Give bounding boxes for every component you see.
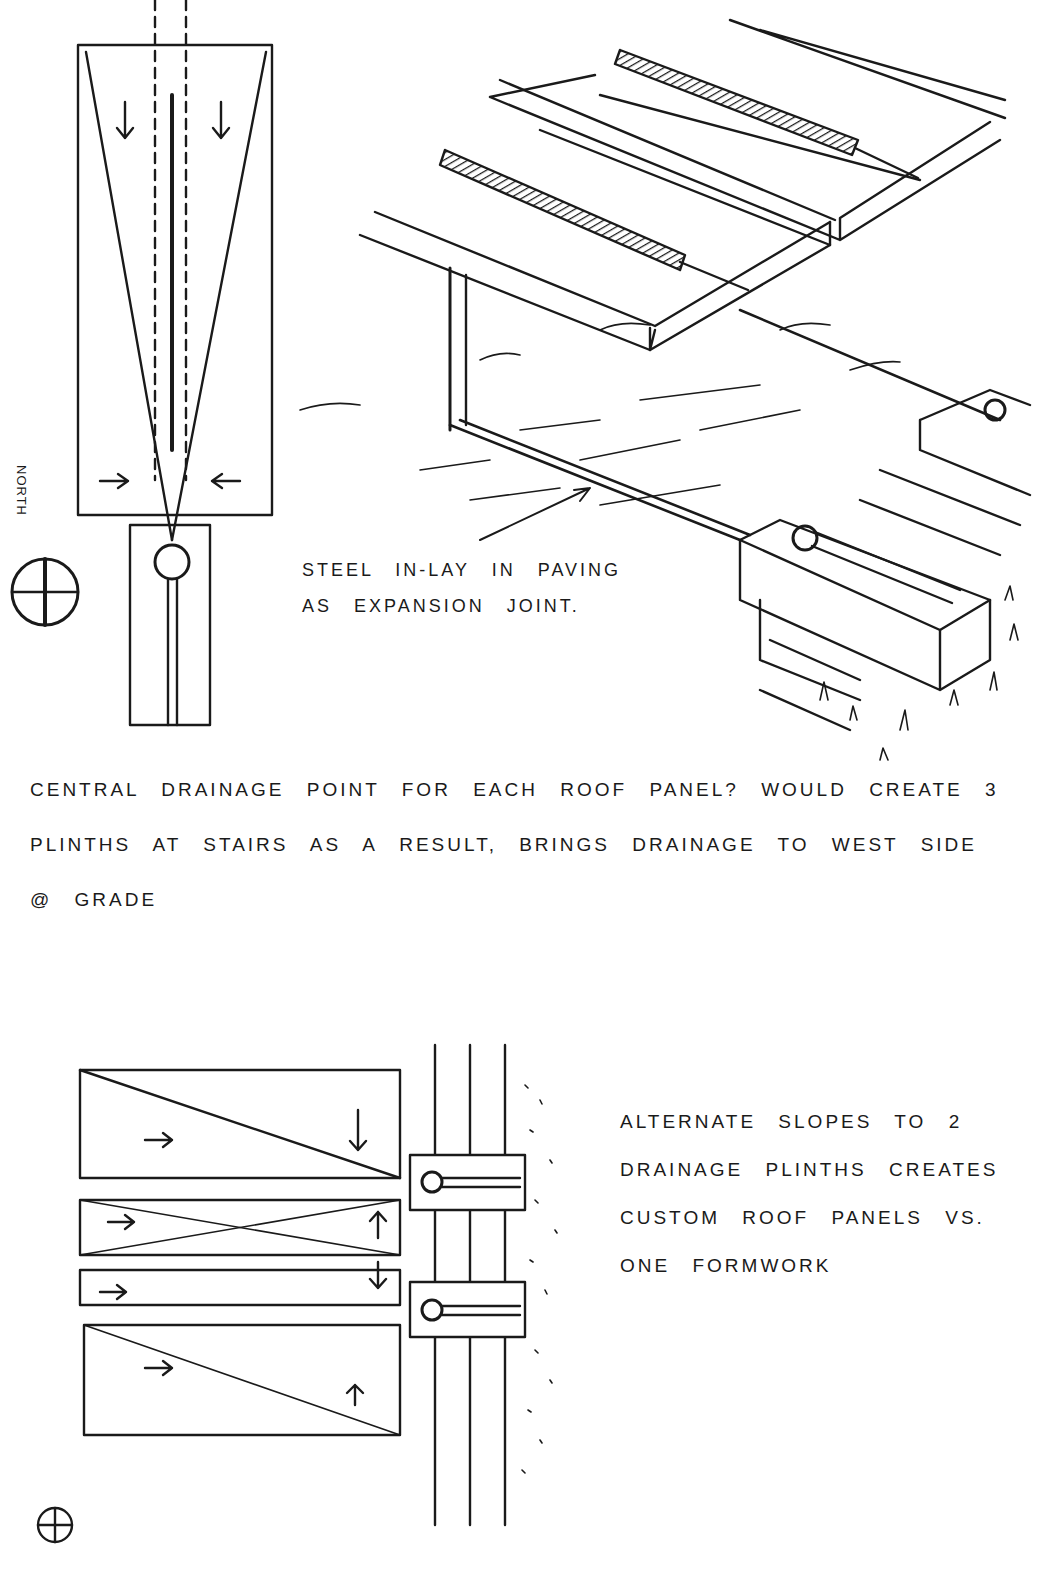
roof-panel-plan [78, 0, 272, 725]
stair-plinths [740, 390, 1030, 760]
note-text: STEEL IN-LAY IN PAVING AS EXPANSION JOIN… [302, 552, 672, 624]
north-arrow [12, 559, 78, 625]
north-label: NORTH [13, 465, 29, 535]
note-text: ALTERNATE SLOPES TO 2 DRAINAGE PLINTHS C… [620, 1098, 1025, 1290]
paving [300, 310, 1000, 540]
isometric-roof-panels [360, 20, 1005, 430]
note-text: CENTRAL DRAINAGE POINT FOR EACH ROOF PAN… [30, 762, 1020, 927]
alternate-slope-plan [38, 1045, 557, 1542]
